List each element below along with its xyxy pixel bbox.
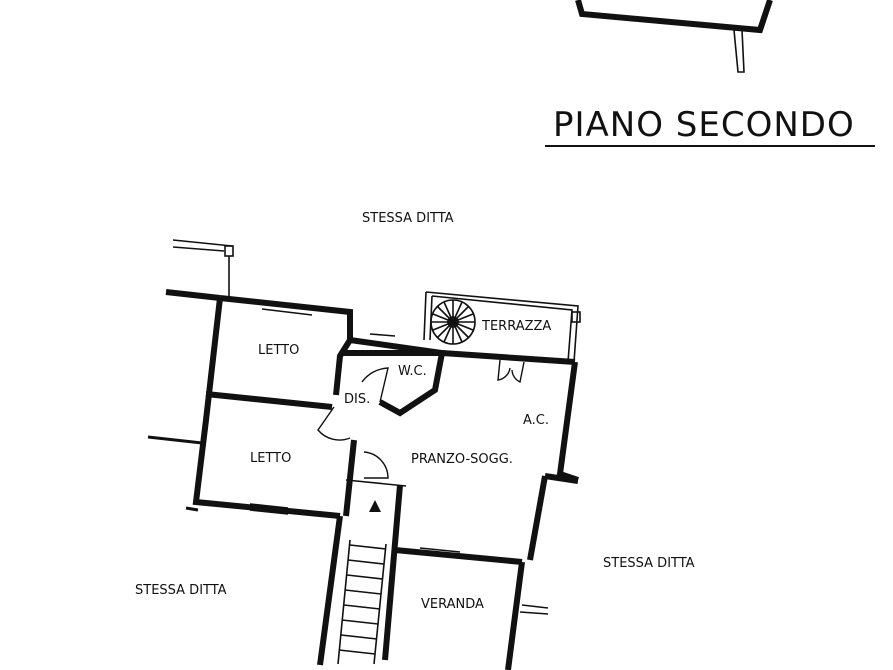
staircase	[337, 500, 387, 665]
windows	[249, 302, 461, 559]
stair-direction-arrow-icon	[369, 500, 381, 512]
room-label-terrazza: TERRAZZA	[481, 319, 551, 334]
neighbor-label-top: STESSA DITTA	[362, 211, 454, 226]
terrace: TERRAZZA	[423, 291, 581, 363]
floor-title: PIANO SECONDO	[553, 105, 855, 145]
neighbor-label-right: STESSA DITTA	[603, 556, 695, 571]
upper-plan-fragment	[575, 0, 773, 73]
neighbor-label-left: STESSA DITTA	[135, 583, 227, 598]
room-label-ac: A.C.	[523, 413, 549, 428]
room-label-dis: DIS.	[344, 392, 370, 407]
room-label-pranzo-sogg: PRANZO-SOGG.	[411, 452, 513, 467]
room-label-letto-bottom: LETTO	[250, 451, 291, 466]
room-label-wc: W.C.	[398, 364, 427, 379]
room-label-veranda: VERANDA	[421, 597, 484, 612]
room-label-letto-top: LETTO	[258, 343, 299, 358]
spiral-staircase	[430, 299, 476, 345]
doors	[317, 359, 525, 479]
walls	[147, 239, 579, 670]
